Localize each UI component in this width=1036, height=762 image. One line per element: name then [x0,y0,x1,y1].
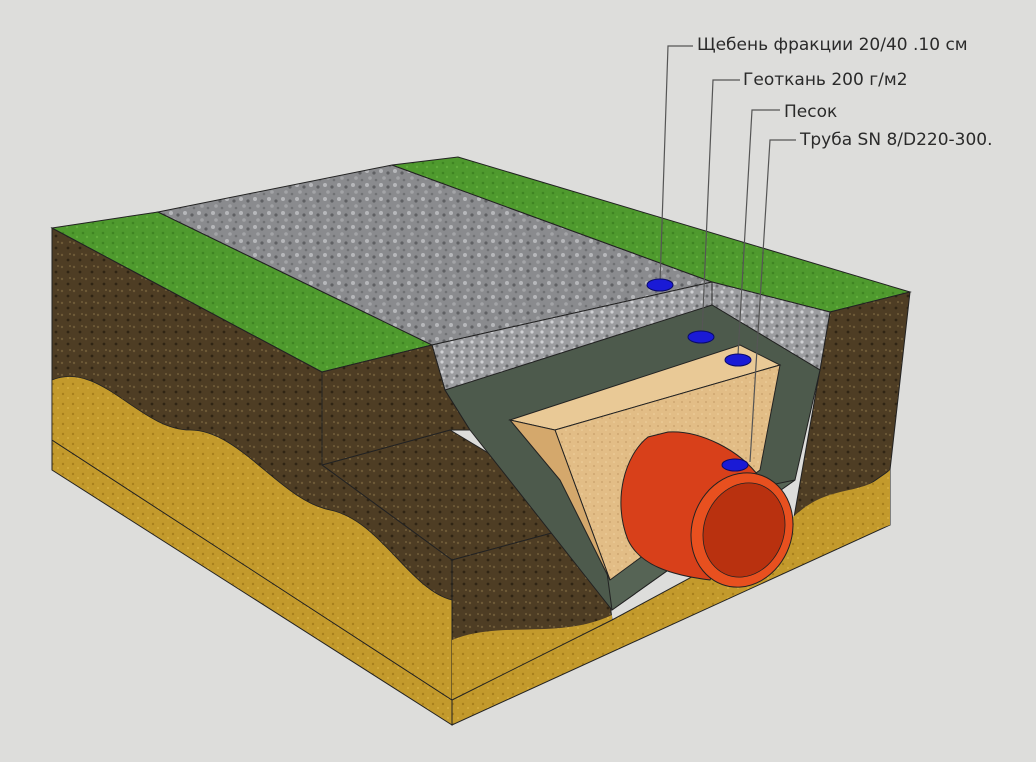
callout-geotextile: Геоткань 200 г/м2 [743,70,908,90]
leader-line-pipe [749,139,796,463]
leader-line-gravel [659,45,693,284]
callout-gravel: Щебень фракции 20/40 .10 см [697,35,968,55]
callout-pipe: Труба SN 8/D220-300. [800,130,993,150]
right-block-clay-band [790,470,890,560]
marker-gravel [646,278,674,292]
step-clay-band [452,615,612,700]
leader-line-sand [737,109,780,356]
callout-sand: Песок [784,102,838,122]
pipe-end-inner [702,482,786,578]
marker-pipe [721,458,749,472]
marker-geotextile [687,330,715,344]
marker-sand [724,353,752,367]
leader-line-geotextile [701,79,740,336]
front-clay-band [51,376,453,701]
sand-left-side [508,419,611,581]
